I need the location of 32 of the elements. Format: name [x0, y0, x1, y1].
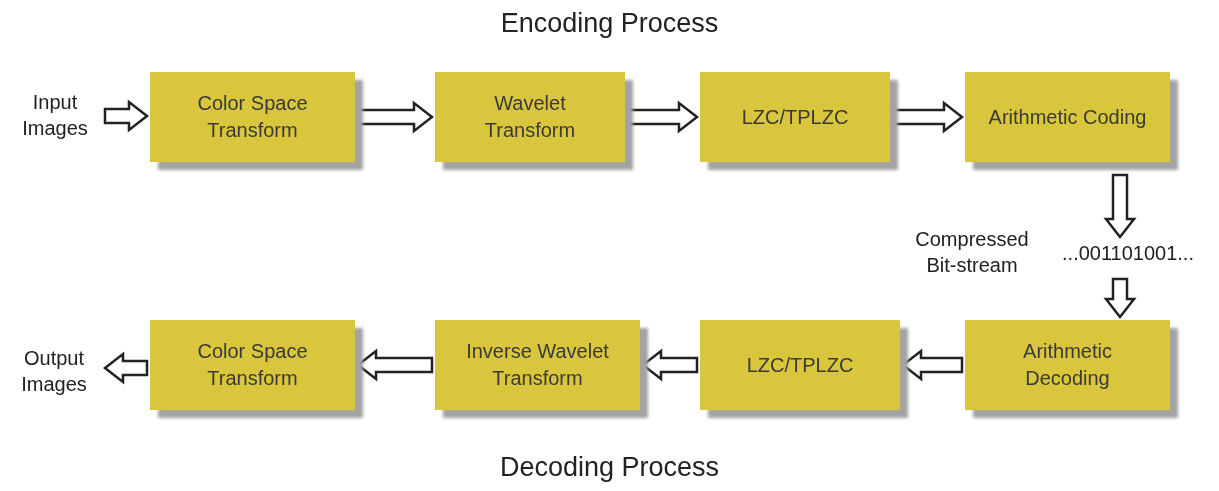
- process-box: [700, 72, 890, 162]
- node-text: Output Images: [20, 346, 88, 397]
- node-text: ...001101001...: [1062, 241, 1194, 266]
- process-box: [435, 320, 640, 410]
- diagram-title: Encoding Process: [500, 8, 719, 38]
- process-box: [965, 320, 1170, 410]
- node-text: Input Images: [21, 90, 89, 141]
- diagram-caption: Decoding Process: [499, 452, 720, 482]
- block-arrow: [1103, 277, 1137, 320]
- node-text: Arithmetic Coding: [988, 104, 1147, 130]
- node-text: Arithmetic Decoding: [1022, 339, 1113, 391]
- block-arrow: [102, 351, 149, 385]
- node-text: LZC/TPLZC: [741, 104, 849, 130]
- node-text: Color Space Transform: [196, 91, 309, 143]
- node-text: LZC/TPLZC: [746, 352, 854, 378]
- block-arrow: [640, 348, 699, 382]
- node-text: Inverse Wavelet Transform: [465, 339, 610, 391]
- process-box: [150, 320, 355, 410]
- block-arrow: [355, 348, 434, 382]
- block-arrow: [900, 348, 964, 382]
- block-arrow: [891, 100, 965, 134]
- block-arrow: [626, 100, 700, 134]
- block-arrow: [1103, 173, 1137, 240]
- process-box: [700, 320, 900, 410]
- process-box: [150, 72, 355, 162]
- process-box: [965, 72, 1170, 162]
- block-arrow: [356, 100, 435, 134]
- process-box: [435, 72, 625, 162]
- side-note: Compressed Bit-stream: [914, 227, 1030, 278]
- block-arrow: [103, 99, 150, 133]
- node-text: Color Space Transform: [196, 339, 309, 391]
- node-text: Wavelet Transform: [483, 91, 577, 143]
